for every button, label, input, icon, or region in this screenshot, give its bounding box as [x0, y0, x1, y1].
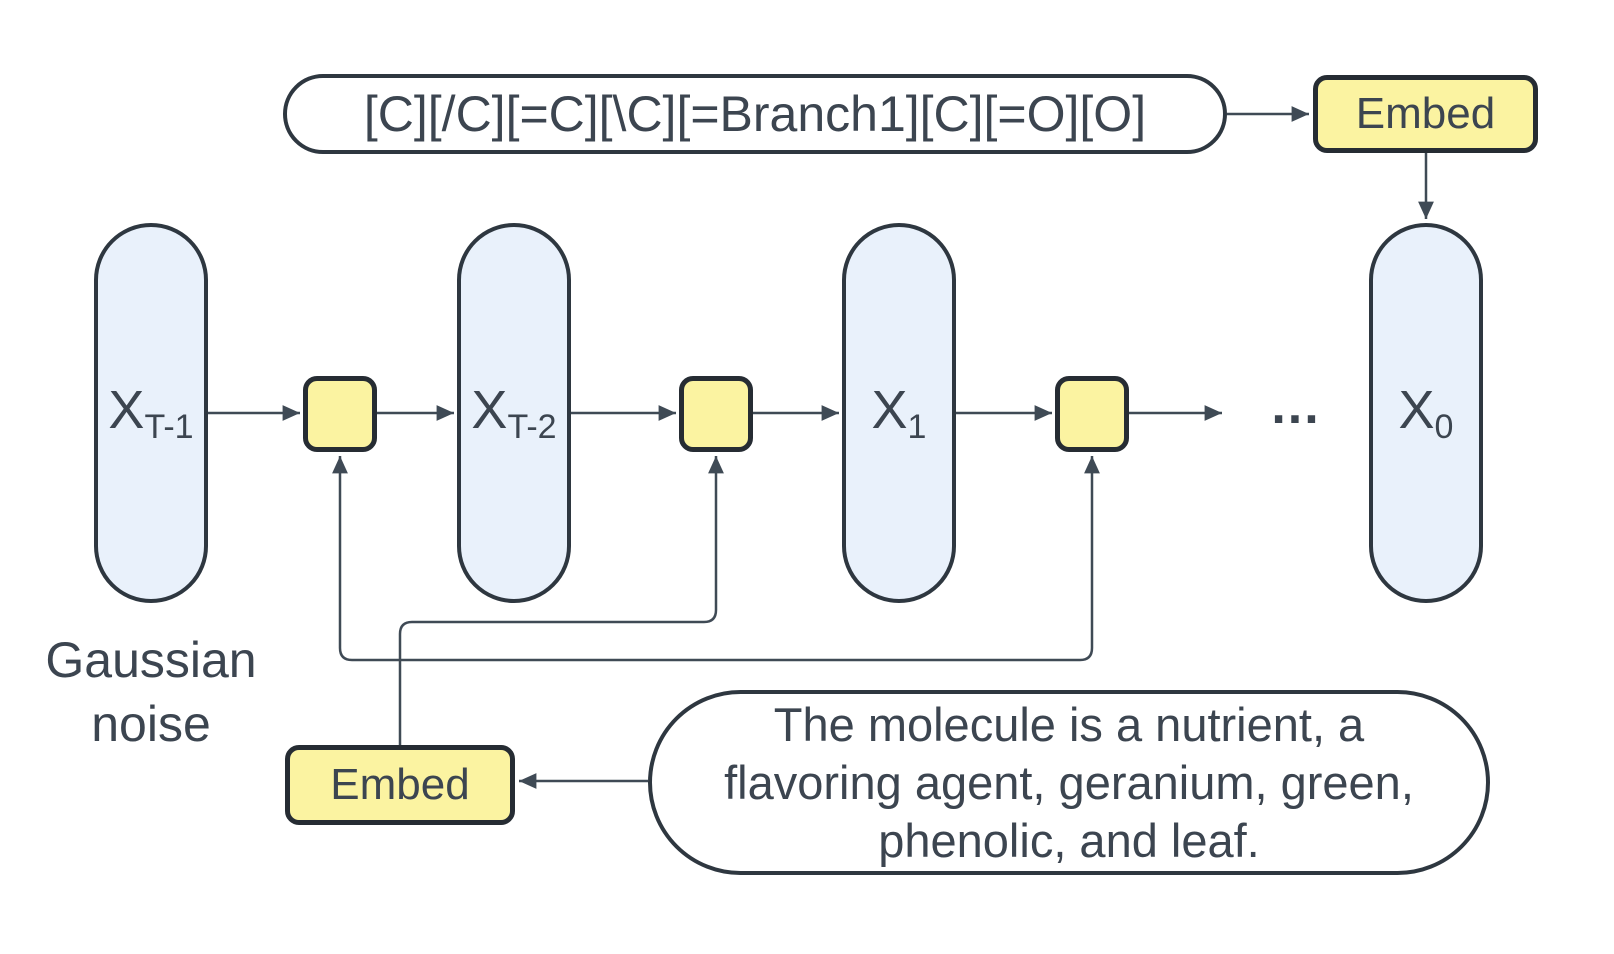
x-base: X: [108, 380, 145, 440]
arrow-embed-to-block3: [400, 456, 1100, 662]
denoise-block-2: [679, 376, 753, 452]
capsule-x-1: X1: [842, 223, 956, 603]
capsule-x-t-2-label: XT-2: [471, 379, 556, 447]
x-subscript: T-2: [507, 408, 557, 446]
prompt-line3: phenolic, and leaf.: [878, 813, 1260, 867]
capsule-x-0-label: X0: [1399, 379, 1454, 447]
denoise-block-1: [303, 376, 377, 452]
x-subscript: T-1: [144, 408, 194, 446]
x-subscript: 0: [1434, 408, 1454, 446]
x-base: X: [1398, 380, 1435, 440]
selfies-string-text: [C][/C][=C][\C][=Branch1][C][=O][O]: [363, 86, 1147, 142]
x-base: X: [871, 380, 908, 440]
ellipsis: ...: [1246, 368, 1346, 444]
denoise-block-3: [1055, 376, 1129, 452]
arrow-embed-to-block2: [398, 456, 724, 745]
ellipsis-text: ...: [1271, 377, 1321, 435]
embed-bottom-box: Embed: [285, 745, 515, 825]
x-subscript: 1: [907, 408, 927, 446]
selfies-string-pill: [C][/C][=C][\C][=Branch1][C][=O][O]: [283, 74, 1227, 154]
capsule-x-t-2: XT-2: [457, 223, 571, 603]
gaussian-noise-line1: Gaussian: [45, 632, 257, 688]
embed-top-label: Embed: [1355, 89, 1496, 138]
capsule-x-0: X0: [1369, 223, 1483, 603]
prompt-stadium: The molecule is a nutrient, a flavoring …: [648, 690, 1490, 875]
capsule-x-t-1: XT-1: [94, 223, 208, 603]
embed-bottom-label: Embed: [330, 760, 470, 809]
embed-top-box: Embed: [1313, 75, 1538, 153]
prompt-line1: The molecule is a nutrient, a: [773, 697, 1365, 751]
gaussian-noise-label: Gaussian noise: [30, 628, 272, 756]
arrow-embed-to-block1: [332, 456, 400, 662]
gaussian-noise-line2: noise: [91, 696, 211, 752]
prompt-line2: flavoring agent, geranium, green,: [724, 755, 1414, 809]
capsule-x-1-label: X1: [872, 379, 927, 447]
x-base: X: [471, 380, 508, 440]
capsule-x-t-1-label: XT-1: [108, 379, 193, 447]
